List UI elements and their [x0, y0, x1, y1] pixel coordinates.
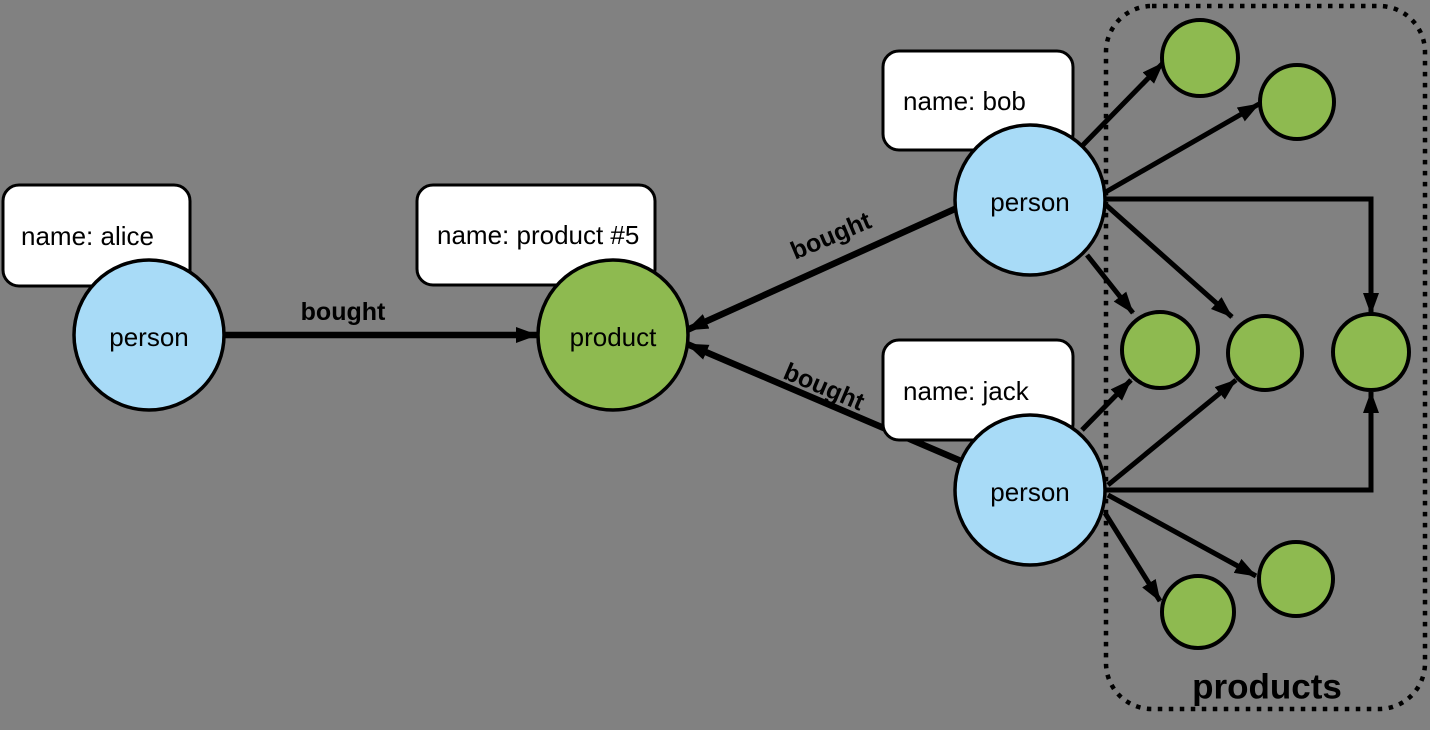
edge-bob-product-4: [1104, 203, 1234, 319]
edge-label-jack-bought-product5: bought: [780, 358, 870, 417]
person-node-jack: [953, 413, 1107, 567]
product-dot-1: [1160, 18, 1240, 98]
node-label-product5: product: [570, 322, 657, 352]
edge-jack-product-5: [1105, 391, 1379, 493]
node-label-jack: person: [990, 477, 1070, 507]
property-text-alice: name: alice: [21, 221, 154, 251]
product-dot-4: [1226, 314, 1304, 392]
product-dot-7: [1160, 574, 1236, 650]
edge-jack-product-7: [1102, 511, 1163, 603]
product-dot-3: [1120, 310, 1200, 390]
person-node-alice: [72, 258, 226, 412]
edge-bob-product-5: [1105, 196, 1379, 315]
property-text-product5: name: product #5: [437, 220, 639, 250]
edge-jack-product-4: [1106, 378, 1238, 487]
edge-label-bob-bought-product5: bought: [787, 206, 877, 265]
person-node-bob: [953, 123, 1107, 277]
property-text-jack: name: jack: [903, 376, 1030, 406]
edge-bob-product-2: [1102, 101, 1261, 196]
product-dot-2: [1258, 63, 1336, 141]
product-node-product5: [536, 258, 690, 412]
edge-jack-product-3: [1080, 378, 1133, 432]
node-label-bob: person: [990, 187, 1070, 217]
edge-label-alice-bought-product5: bought: [301, 298, 386, 326]
edge-bob-bought-product5: [685, 205, 959, 333]
products-group-box: [1103, 3, 1428, 712]
products-group-label: products: [1192, 668, 1342, 707]
edge-jack-product-6: [1106, 492, 1258, 579]
edge-bob-product-1: [1080, 61, 1165, 148]
property-text-bob: name: bob: [903, 86, 1026, 116]
property-box-product5: [415, 183, 657, 287]
product-dot-6: [1257, 540, 1335, 618]
node-label-alice: person: [109, 322, 189, 352]
product-dot-5: [1331, 312, 1411, 392]
edge-bob-product-3: [1085, 253, 1135, 315]
